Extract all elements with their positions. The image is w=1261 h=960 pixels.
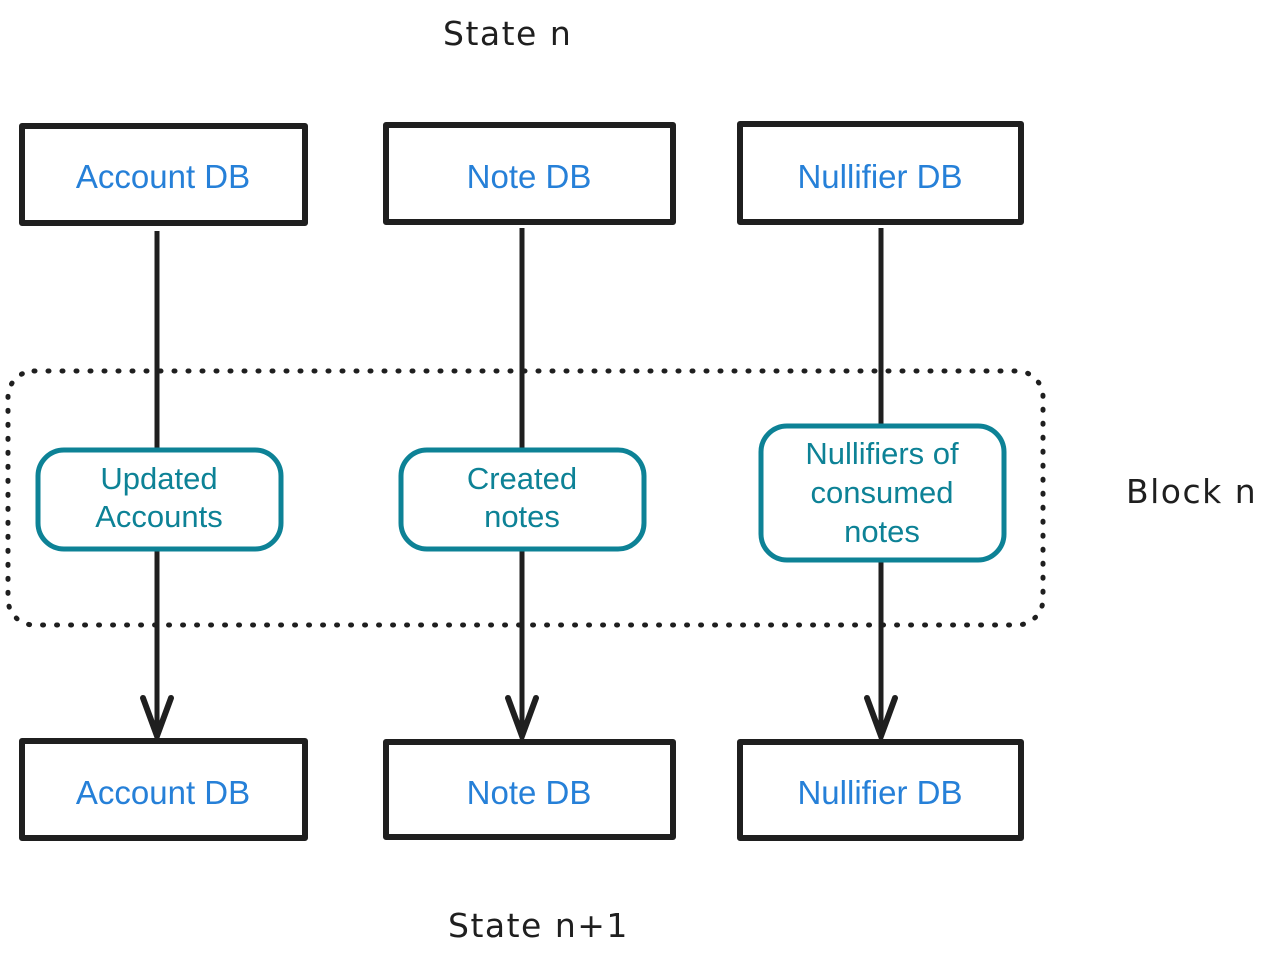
block-box-line1: Created <box>467 461 577 496</box>
db-box-outline <box>19 123 308 226</box>
db-box-label: Account DB <box>76 774 250 811</box>
block-box-outline <box>35 447 284 552</box>
block-box-line2: consumed <box>810 475 953 510</box>
db-box-top-account[interactable]: Account DB <box>19 123 308 226</box>
db-box-label: Nullifier DB <box>797 158 962 195</box>
block-box-created-notes[interactable]: Created notes <box>398 447 647 552</box>
block-box-line1: Nullifiers of <box>805 436 959 471</box>
block-box-updated-accounts[interactable]: Updated Accounts <box>35 447 284 552</box>
db-box-label: Note DB <box>467 774 592 811</box>
block-group-boundary <box>5 368 1046 628</box>
block-box-line2: Accounts <box>95 499 223 534</box>
block-box-nullifiers-consumed[interactable]: Nullifiers of consumed notes <box>758 423 1007 563</box>
block-box-outline <box>758 423 1007 563</box>
block-box-outline <box>398 447 647 552</box>
db-box-outline <box>737 739 1024 841</box>
block-box-line1: Updated <box>100 461 217 496</box>
db-box-label: Nullifier DB <box>797 774 962 811</box>
title-state-n: State n <box>443 14 572 53</box>
db-box-top-nullifier[interactable]: Nullifier DB <box>737 121 1024 225</box>
arrowhead-account <box>140 695 174 745</box>
db-box-label: Note DB <box>467 158 592 195</box>
arrowhead-nullifier <box>864 695 898 745</box>
db-box-outline <box>19 738 308 841</box>
block-box-line2: notes <box>484 499 560 534</box>
group-label-block-n: Block n <box>1126 472 1257 511</box>
db-box-label: Account DB <box>76 158 250 195</box>
arrowhead-note <box>505 695 539 745</box>
db-box-bottom-note[interactable]: Note DB <box>383 739 676 840</box>
db-box-bottom-nullifier[interactable]: Nullifier DB <box>737 739 1024 841</box>
db-box-bottom-account[interactable]: Account DB <box>19 738 308 841</box>
db-box-outline <box>383 739 676 840</box>
db-box-outline <box>383 122 676 225</box>
db-box-top-note[interactable]: Note DB <box>383 122 676 225</box>
db-box-outline <box>737 121 1024 225</box>
block-box-line3: notes <box>844 514 920 549</box>
title-state-n-plus-1: State n+1 <box>448 906 629 945</box>
